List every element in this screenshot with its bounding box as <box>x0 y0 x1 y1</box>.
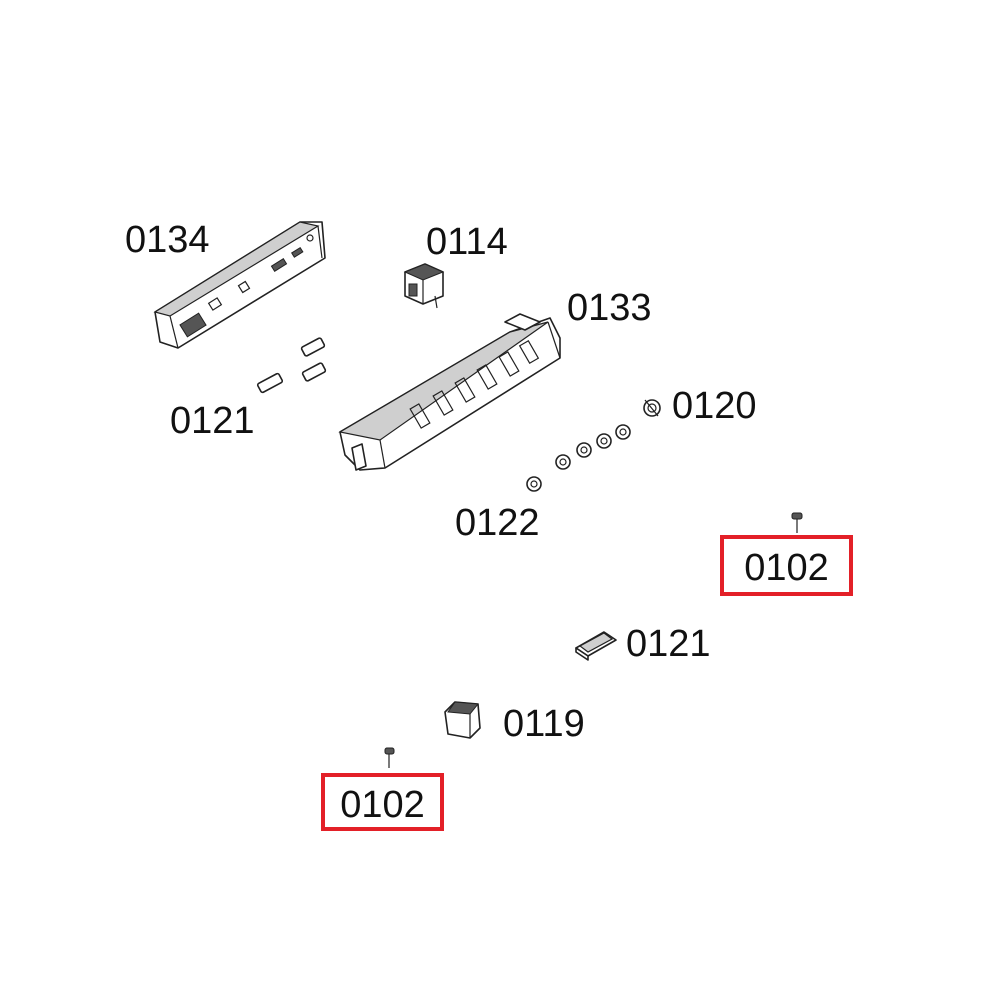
highlight-box-0102-upper: 0102 <box>720 535 853 596</box>
part-0114-connector[interactable] <box>403 263 445 309</box>
label-0134: 0134 <box>125 219 210 261</box>
label-0133: 0133 <box>567 287 652 329</box>
part-0134-control-module[interactable] <box>153 221 326 349</box>
part-0119-switch-block[interactable] <box>444 701 481 739</box>
label-0102-lower: 0102 <box>340 784 425 826</box>
part-0122-push-buttons[interactable] <box>526 424 631 492</box>
label-0121-upper: 0121 <box>170 400 255 442</box>
label-0121-lower: 0121 <box>626 623 711 665</box>
part-0102-screw-lower[interactable] <box>384 747 395 768</box>
part-0120-button-caps[interactable] <box>643 399 661 417</box>
label-0114: 0114 <box>426 221 508 263</box>
label-0119: 0119 <box>503 703 585 745</box>
highlight-box-0102-lower: 0102 <box>321 773 444 831</box>
label-0102-upper: 0102 <box>744 547 829 589</box>
label-0122: 0122 <box>455 502 540 544</box>
part-0121-slider-lower[interactable] <box>575 631 617 661</box>
label-0120: 0120 <box>672 385 757 427</box>
part-0133-panel-frame[interactable] <box>338 313 561 471</box>
part-0102-screw-upper[interactable] <box>791 512 803 533</box>
part-0121-pins-upper[interactable] <box>256 337 327 394</box>
